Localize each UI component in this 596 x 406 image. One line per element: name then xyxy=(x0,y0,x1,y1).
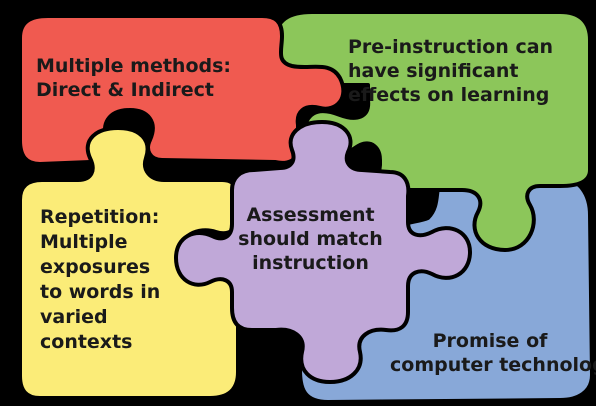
puzzle-piece-purple xyxy=(174,120,472,384)
text-line: Promise of xyxy=(432,330,548,352)
text-line: have significant xyxy=(348,59,519,82)
piece-label-green: Pre-instruction can have significant eff… xyxy=(348,36,588,107)
text-line: Multiple xyxy=(40,231,128,254)
text-line: Pre-instruction can xyxy=(348,36,554,58)
text-line: Multiple methods: xyxy=(36,55,232,77)
text-line: Assessment xyxy=(246,204,375,226)
text-line: varied xyxy=(40,306,108,329)
piece-label-yellow: Repetition: Multiple exposures to words … xyxy=(40,205,190,355)
piece-label-blue: Promise of computer technology xyxy=(390,330,596,378)
piece-label-red: Multiple methods: Direct & Indirect xyxy=(36,55,276,103)
text-line: computer technology xyxy=(390,353,596,376)
text-line: to words in xyxy=(40,281,161,304)
text-line: Direct & Indirect xyxy=(36,78,214,101)
text-line: effects on learning xyxy=(348,83,550,106)
text-line: instruction xyxy=(252,251,369,274)
text-line: Repetition: xyxy=(40,206,160,228)
text-line: exposures xyxy=(40,256,151,279)
text-line: contexts xyxy=(40,331,133,354)
piece-label-purple: Assessment should match instruction xyxy=(228,204,393,275)
text-line: should match xyxy=(238,227,383,250)
